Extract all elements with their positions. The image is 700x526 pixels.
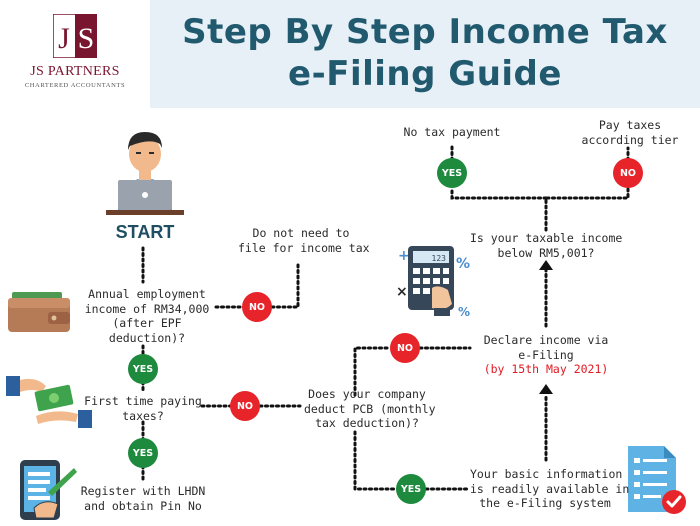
pay-taxes-label: Pay taxes according tier (581, 118, 679, 147)
connector-taxable-to-branch (544, 186, 630, 232)
yes-badge-taxable: YES (437, 158, 467, 188)
svg-text:S: S (78, 22, 95, 55)
start-label: START (115, 222, 175, 242)
no-badge-annual-income: NO (242, 292, 272, 322)
declare-income-label: Declare income via e-Filing (by 15th May… (478, 333, 614, 377)
document-check-icon (626, 444, 688, 518)
connector-no-to-notfile (270, 260, 300, 309)
svg-text:%: % (456, 256, 470, 272)
money-hand-icon (6, 372, 92, 430)
connector-pcb-to-no (353, 346, 392, 397)
first-time-question: First time paying taxes? (84, 394, 202, 423)
logo-subtitle: CHARTERED ACCOUNTANTS (24, 82, 126, 89)
logo-company-name: JS PARTNERS (30, 64, 120, 79)
taxable-income-question: Is your taxable income below RM5,001? (470, 231, 623, 260)
basic-info-label: Your basic information is readily availa… (470, 467, 630, 510)
person-laptop-icon (104, 118, 186, 218)
yes-badge-pcb: YES (396, 474, 426, 504)
page-title-line-2: e-Filing Guide (288, 54, 562, 94)
connector-pcb-to-yes (353, 430, 398, 491)
no-badge-pcb: NO (390, 333, 420, 363)
svg-text:+: + (398, 248, 410, 264)
no-badge-taxable: NO (613, 158, 643, 188)
yes-badge-first-time: YES (128, 438, 158, 468)
phone-form-icon (14, 458, 78, 522)
svg-text:×: × (396, 284, 408, 300)
yes-badge-annual-income: YES (128, 354, 158, 384)
logo-monogram: J S (52, 13, 98, 59)
arrowhead-to-declare (539, 384, 553, 394)
calculator-icon: + % × % 123 (392, 238, 476, 322)
wallet-icon (6, 290, 72, 334)
svg-text:%: % (458, 305, 470, 319)
logo: J S JS PARTNERS CHARTERED ACCOUNTANTS (0, 0, 150, 108)
no-tax-payment-label: No tax payment (403, 125, 501, 139)
svg-text:123: 123 (432, 254, 447, 263)
connector-branch-to-yes (450, 186, 548, 200)
pcb-question: Does your company deduct PCB (monthly ta… (304, 387, 436, 430)
no-badge-first-time: NO (230, 391, 260, 421)
annual-income-question: Annual employment income of RM34,000 (af… (84, 287, 210, 345)
register-lhdn-label: Register with LHDN and obtain Pin No (80, 484, 206, 513)
arrowhead-to-taxable (539, 260, 553, 270)
declare-deadline: (by 15th May 2021) (483, 362, 609, 376)
svg-text:J: J (58, 22, 70, 55)
no-income-tax-label: Do not need to file for income tax (238, 226, 370, 255)
page-title-line-1: Step By Step Income Tax (182, 12, 668, 52)
